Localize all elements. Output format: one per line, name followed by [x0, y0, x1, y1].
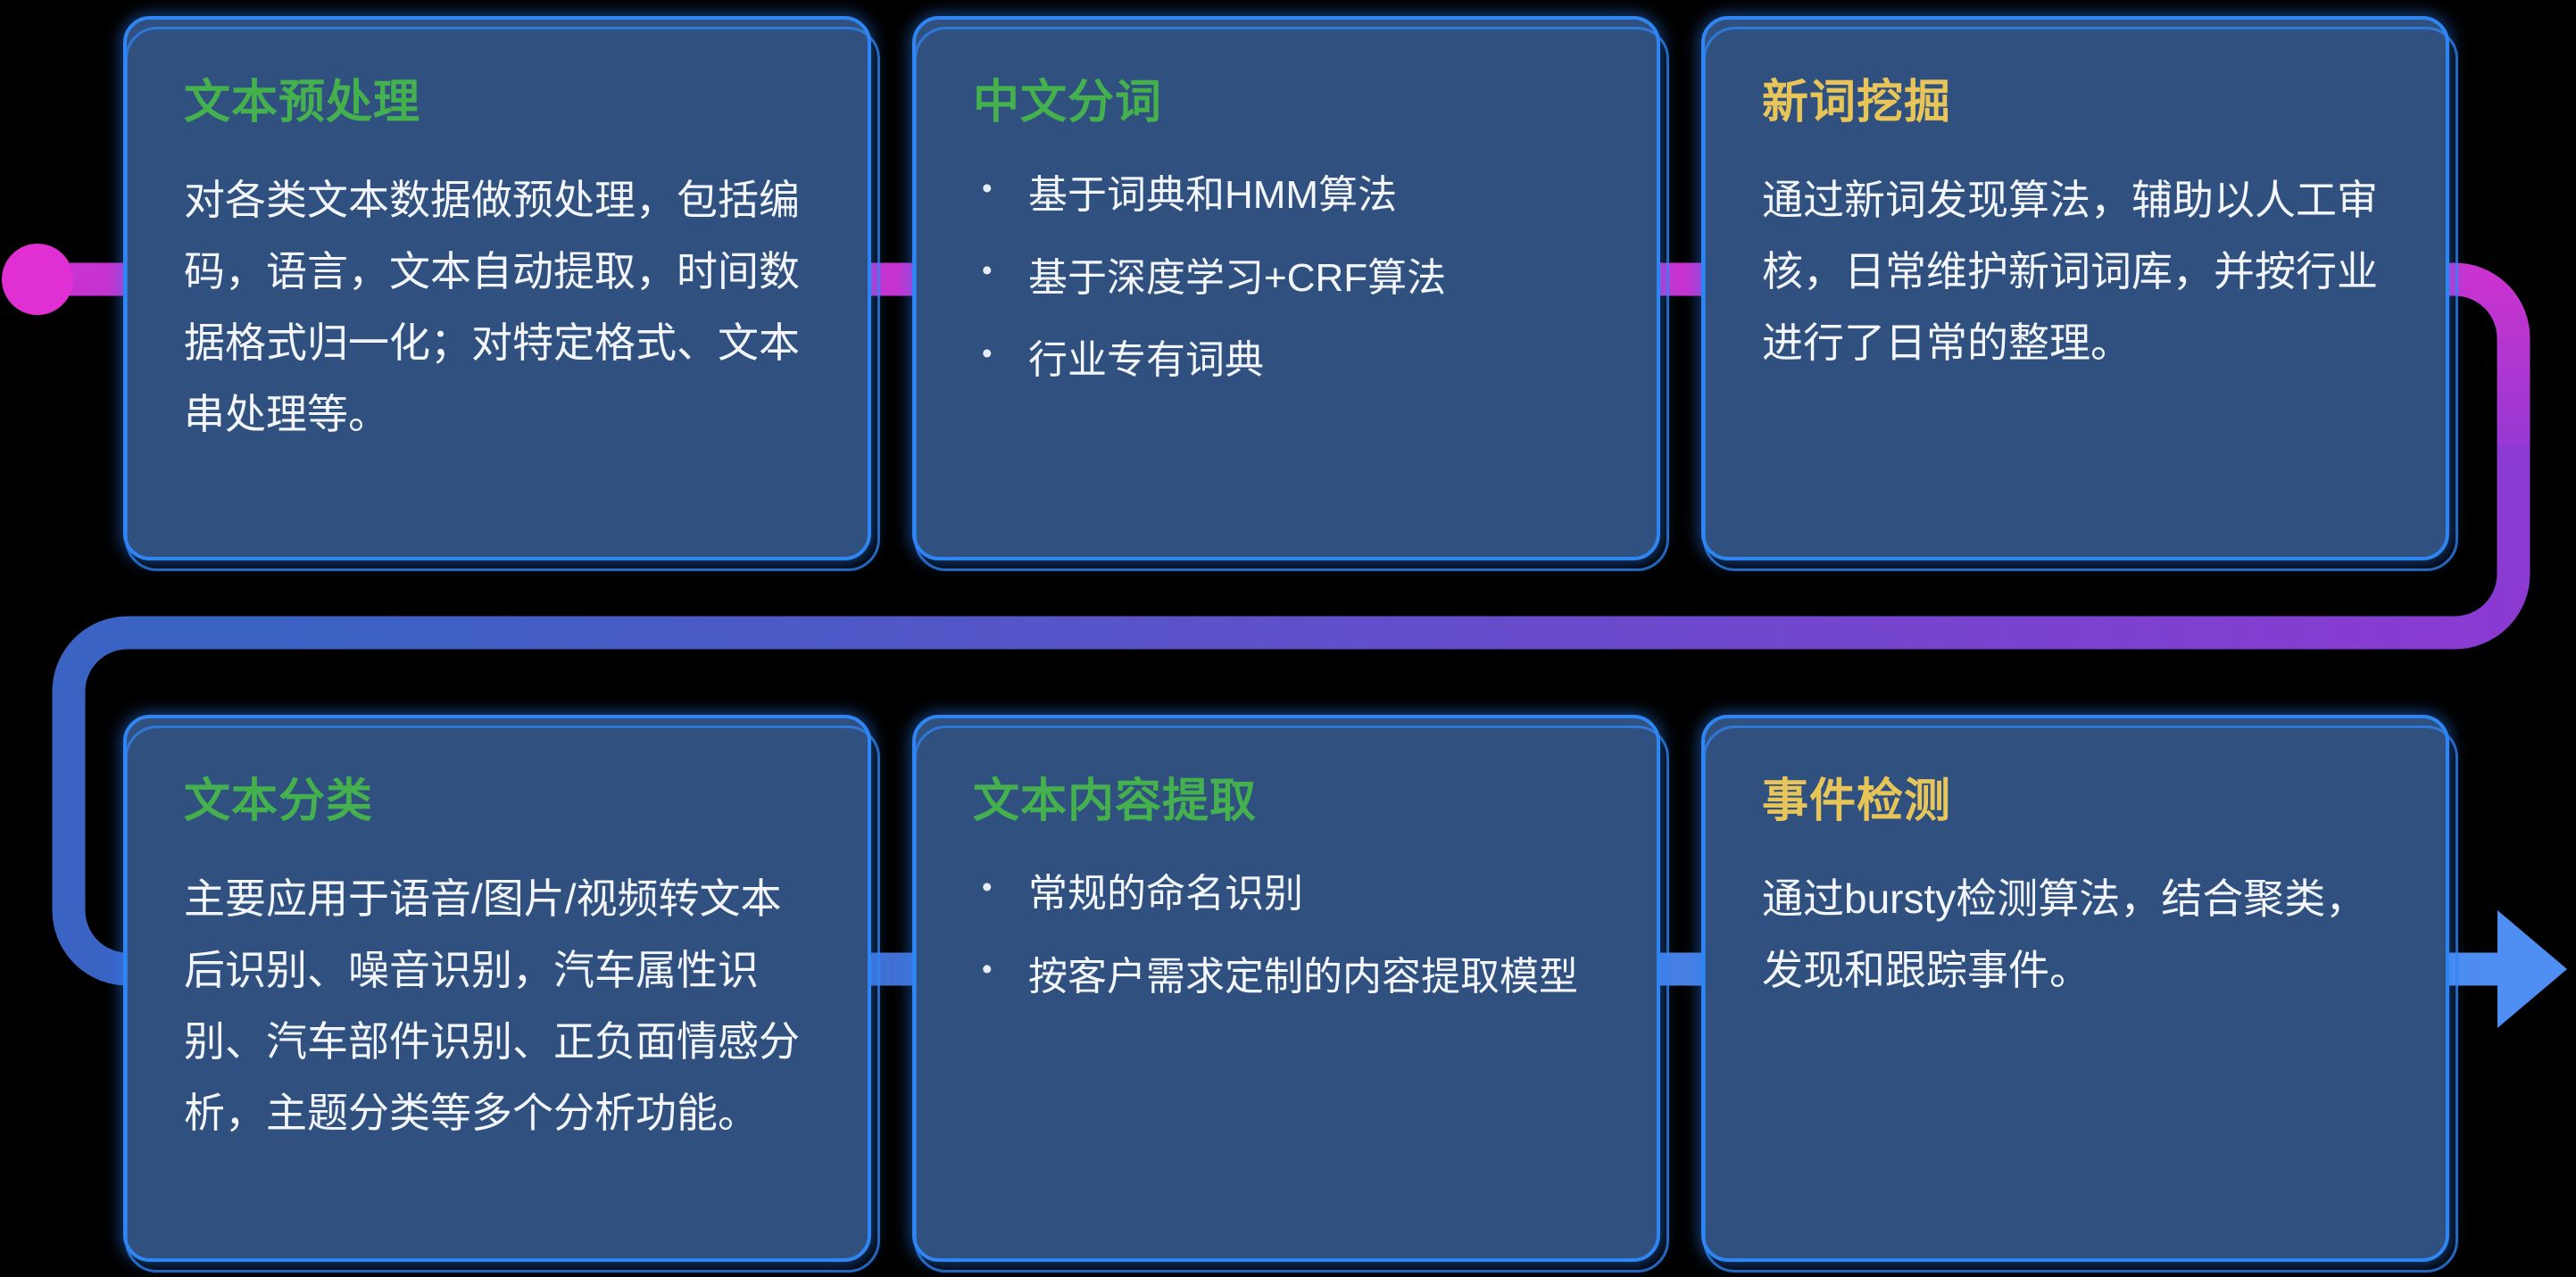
card-new-word-mining: 新词挖掘 通过新词发现算法，辅助以人工审核，日常维护新词词库，并按行业进行了日常… — [1701, 16, 2458, 571]
card-text-content-extraction: 文本内容提取 常规的命名识别 按客户需求定制的内容提取模型 — [912, 715, 1669, 1273]
bullet-item: 常规的命名识别 — [973, 863, 1605, 925]
card-title: 文本分类 — [184, 775, 374, 827]
flow-start-dot-icon — [2, 244, 73, 315]
card-title: 文本预处理 — [184, 77, 421, 129]
card-chinese-word-segmentation: 中文分词 基于词典和HMM算法 基于深度学习+CRF算法 行业专有词典 — [912, 16, 1669, 571]
card-event-detection: 事件检测 通过bursty检测算法，结合聚类，发现和跟踪事件。 — [1701, 715, 2458, 1273]
card-text-classification: 文本分类 主要应用于语音/图片/视频转文本后识别、噪音识别，汽车属性识别、汽车部… — [123, 715, 880, 1273]
card-title: 文本内容提取 — [973, 775, 1258, 827]
card-body-text: 通过新词发现算法，辅助以人工审核，日常维护新词词库，并按行业进行了日常的整理。 — [1762, 177, 2378, 367]
flow-end-arrow-icon — [2497, 910, 2567, 1028]
flow-row-top: 文本预处理 对各类文本数据做预处理，包括编码，语言，文本自动提取，时间数据格式归… — [123, 16, 2458, 571]
card-title: 新词挖掘 — [1762, 77, 1952, 129]
bullet-item: 行业专有词典 — [973, 329, 1605, 392]
bullet-item: 基于词典和HMM算法 — [973, 164, 1605, 227]
flow-segment-bottom — [52, 785, 2501, 986]
flow-segment-middle — [52, 446, 2530, 803]
card-body-text: 对各类文本数据做预处理，包括编码，语言，文本自动提取，时间数据格式归一化；对特定… — [184, 177, 800, 438]
card-title: 中文分词 — [973, 77, 1163, 129]
flow-row-bottom: 文本分类 主要应用于语音/图片/视频转文本后识别、噪音识别，汽车属性识别、汽车部… — [123, 715, 2458, 1273]
card-body-text: 主要应用于语音/图片/视频转文本后识别、噪音识别，汽车属性识别、汽车部件识别、正… — [184, 875, 800, 1137]
card-bullet-list: 基于词典和HMM算法 基于深度学习+CRF算法 行业专有词典 — [973, 164, 1605, 392]
bullet-item: 按客户需求定制的内容提取模型 — [973, 946, 1605, 1008]
card-title: 事件检测 — [1762, 775, 1952, 827]
card-bullet-list: 常规的命名识别 按客户需求定制的内容提取模型 — [973, 863, 1605, 1008]
card-body-text: 通过bursty检测算法，结合聚类，发现和跟踪事件。 — [1762, 875, 2367, 994]
card-text-preprocessing: 文本预处理 对各类文本数据做预处理，包括编码，语言，文本自动提取，时间数据格式归… — [123, 16, 880, 571]
flow-segment-top — [36, 262, 2530, 464]
bullet-item: 基于深度学习+CRF算法 — [973, 247, 1605, 310]
